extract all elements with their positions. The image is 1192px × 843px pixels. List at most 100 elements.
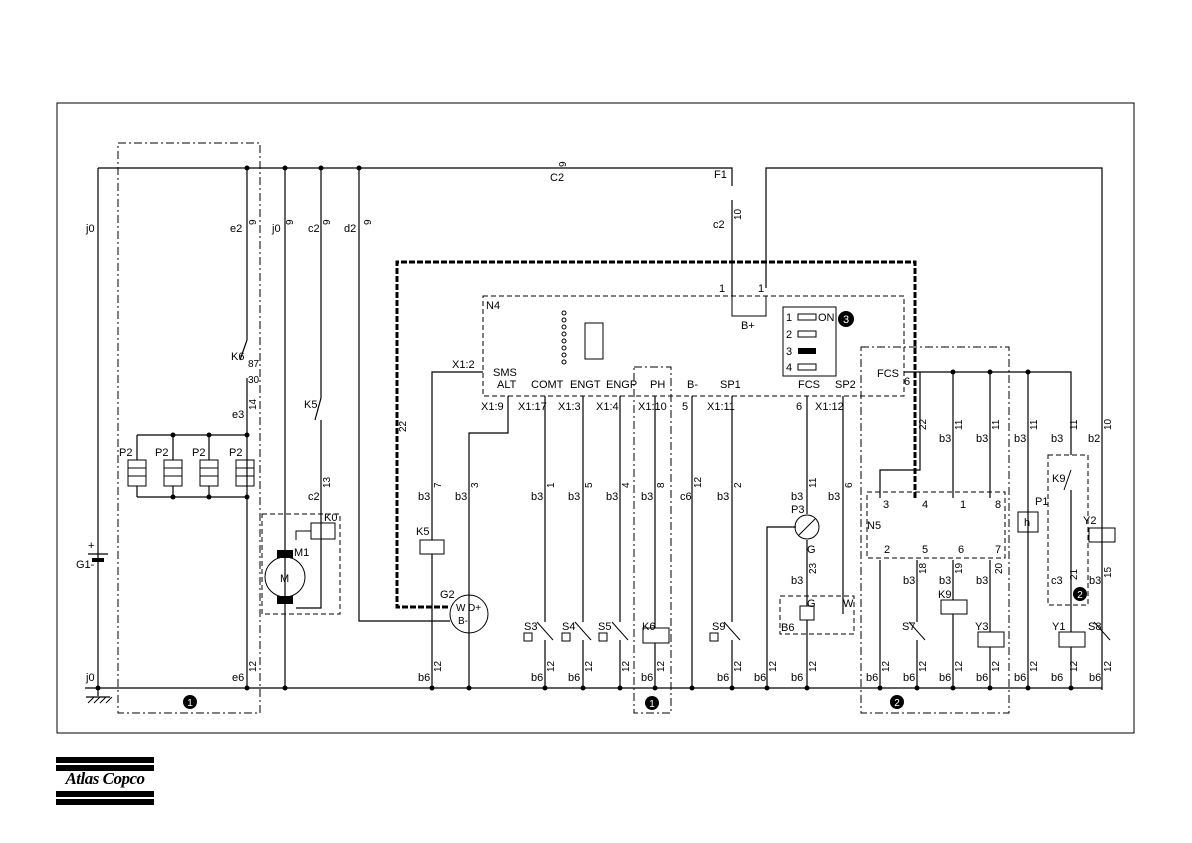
logo-bar-upper: [56, 765, 154, 771]
label-M1: M1: [294, 547, 309, 559]
svg-text:12: 12: [768, 660, 779, 672]
wire-b2-top: [765, 167, 1103, 690]
k9-contact: [1063, 469, 1072, 491]
label-G2-W: W: [456, 603, 466, 614]
mid-wire-codes: b3 b3 b3 b3 b3 b3 c6 b3 b3 b3 b6 b6 b6 b…: [418, 491, 840, 684]
svg-text:1: 1: [719, 283, 725, 295]
svg-text:1: 1: [758, 283, 764, 295]
label-G-b6: G: [807, 598, 816, 610]
s9-box: [709, 632, 719, 642]
dip-label-on: ON: [818, 312, 835, 324]
motor-brush-bottom: [277, 596, 293, 604]
svg-text:c6: c6: [680, 491, 692, 503]
svg-text:b3: b3: [791, 491, 803, 503]
label-N4: N4: [486, 300, 500, 312]
k6-group-box: [633, 366, 672, 714]
n4-bplus: [731, 296, 767, 317]
svg-text:7: 7: [995, 544, 1001, 556]
num-10-a: 10: [733, 208, 744, 220]
n4-display: [584, 322, 604, 360]
num-9-a: 9: [558, 161, 569, 167]
y2-coil: [1088, 527, 1116, 543]
p3-gauge: [794, 514, 820, 540]
svg-text:b2: b2: [1088, 433, 1100, 445]
svg-text:b3: b3: [606, 491, 618, 503]
label-G1: G1-: [76, 559, 95, 571]
label-P1: P1: [1035, 496, 1048, 508]
wire-alt: [468, 396, 509, 688]
num-3: 3: [470, 482, 481, 488]
label-motor-M: M: [280, 573, 289, 585]
svg-text:b3: b3: [1089, 575, 1101, 587]
label-c2-left: c2: [308, 491, 320, 503]
label-Y3: Y3: [975, 621, 988, 633]
svg-text:b6: b6: [866, 672, 878, 684]
svg-text:COMT: COMT: [531, 379, 564, 391]
num-11-a: 11: [954, 419, 965, 430]
motor-group-box: [261, 513, 341, 615]
svg-text:2: 2: [884, 544, 890, 556]
svg-text:8: 8: [995, 499, 1001, 511]
svg-text:X1:3: X1:3: [558, 401, 581, 413]
k0-wire: [295, 530, 311, 540]
svg-text:SP2: SP2: [835, 379, 856, 391]
atlas-copco-logo: Atlas Copco: [56, 757, 154, 805]
k9-coil-n5: [940, 599, 968, 615]
label-G-p3: G: [807, 544, 816, 556]
right-wire-codes: b3 b3 b3 b3 b2 b3 b3 b3 c3 b3 b6 b6 b6 b…: [866, 433, 1101, 684]
label-FCS-pin: 6: [904, 376, 910, 388]
svg-text:b3: b3: [1014, 433, 1026, 445]
svg-text:b3: b3: [976, 575, 988, 587]
k5-coil: [419, 539, 445, 555]
svg-text:b6: b6: [717, 672, 729, 684]
svg-text:b6: b6: [568, 672, 580, 684]
wire-fcs: [904, 371, 1072, 455]
svg-text:12: 12: [808, 660, 819, 672]
label-G2: G2: [440, 589, 455, 601]
svg-text:b3: b3: [976, 433, 988, 445]
svg-text:12: 12: [248, 660, 259, 672]
n4-box: [482, 295, 905, 397]
code-c2-f1: c2: [713, 219, 725, 231]
code-c2-b: c2: [308, 223, 320, 235]
label-K6: K6: [231, 351, 244, 363]
n5-group-box: [860, 346, 1010, 714]
svg-text:12: 12: [733, 660, 744, 672]
num-22-a: 22: [398, 420, 409, 432]
label-G1-plus: +: [88, 540, 94, 552]
svg-text:SMS: SMS: [493, 367, 517, 379]
s7-contact: [908, 621, 926, 641]
label-e6: e6: [232, 672, 244, 684]
label-FCS: FCS: [877, 368, 899, 380]
s8-contact: [1093, 621, 1111, 641]
svg-text:12: 12: [1029, 660, 1040, 672]
num-12-c6: 12: [693, 476, 704, 488]
dip-label-4: 4: [786, 362, 792, 374]
svg-text:b3: b3: [531, 491, 543, 503]
svg-text:b3: b3: [641, 491, 653, 503]
svg-text:1: 1: [187, 698, 193, 709]
label-Y1: Y1: [1052, 621, 1065, 633]
label-Bplus: B+: [741, 320, 755, 332]
wire-sms: [431, 371, 483, 540]
n5-box: [866, 491, 1006, 559]
svg-text:b6: b6: [791, 672, 803, 684]
g2-alternator: [449, 594, 489, 634]
svg-text:X1:4: X1:4: [596, 401, 619, 413]
svg-text:FCS: FCS: [798, 379, 820, 391]
num-19: 19: [954, 562, 965, 574]
num-11-c: 11: [1029, 419, 1040, 430]
label-K5-left: K5: [304, 399, 317, 411]
svg-text:12: 12: [1103, 660, 1114, 672]
p1-hour-meter: [1017, 511, 1039, 533]
svg-text:5: 5: [922, 544, 928, 556]
code-j0-b: j0: [271, 223, 281, 235]
label-K9-n5: K9: [938, 589, 951, 601]
b6-box: [779, 595, 855, 635]
callout-1-mid: 1: [645, 696, 659, 710]
code-j0-a: j0: [85, 223, 95, 235]
label-K6-coil: K6: [642, 621, 655, 633]
callout-2-bottom: 2: [890, 695, 904, 709]
callout-1-left: 1: [183, 695, 197, 709]
svg-text:b6: b6: [418, 672, 430, 684]
